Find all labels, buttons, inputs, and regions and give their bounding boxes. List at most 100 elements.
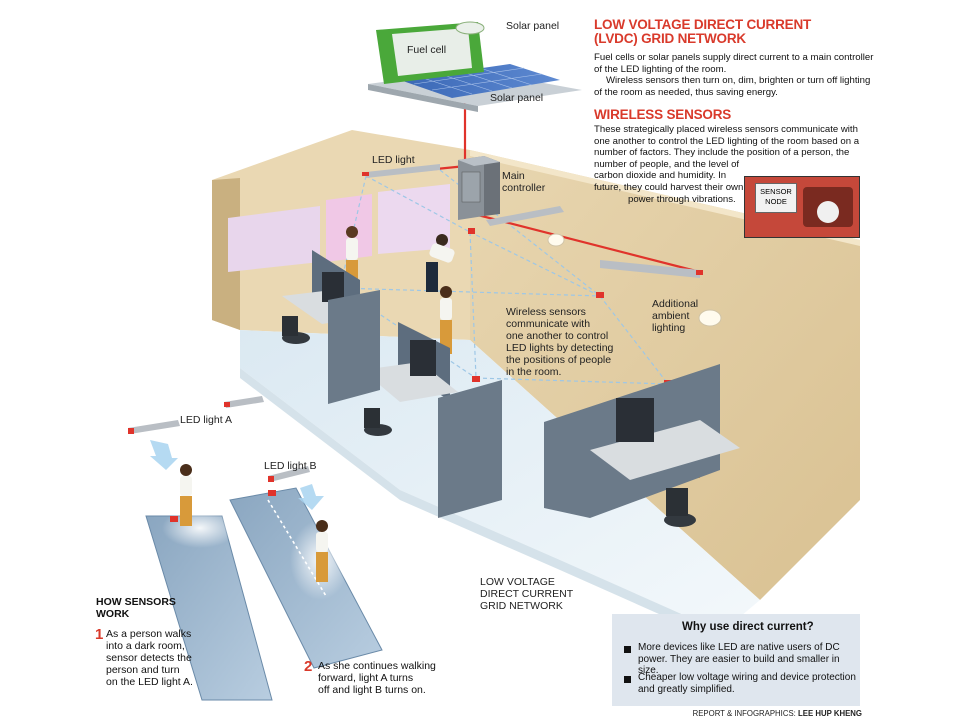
intro-line-3: Wireless sensors then turn on, dim, brig… bbox=[606, 75, 871, 87]
step-1-line-2: into a dark room, bbox=[106, 640, 185, 652]
grid-label-2: DIRECT CURRENT bbox=[480, 588, 574, 600]
lvdc-title-line-2: (LVDC) GRID NETWORK bbox=[594, 31, 746, 46]
wireless-line-1: These strategically placed wireless sens… bbox=[594, 124, 858, 135]
window-left bbox=[228, 206, 320, 272]
led-bar-sensor-2 bbox=[696, 270, 703, 275]
step-2-line-1: As she continues walking bbox=[318, 660, 436, 672]
label-fuel-cell: Fuel cell bbox=[407, 44, 447, 56]
wireless-line-6: future, they could harvest their own bbox=[594, 181, 744, 193]
chair-2 bbox=[364, 408, 392, 436]
label-solar-panel-bottom: Solar panel bbox=[490, 92, 544, 104]
strip-b-sensor bbox=[268, 490, 276, 496]
walk-path bbox=[267, 499, 327, 597]
credit-prefix: REPORT & INFOGRAPHICS: bbox=[692, 709, 799, 718]
workstations bbox=[282, 250, 740, 527]
label-ambient-2: ambient bbox=[652, 310, 690, 322]
wireless-note-6: in the room. bbox=[506, 366, 562, 378]
person-center bbox=[440, 286, 452, 354]
cubicle-divider bbox=[328, 290, 380, 404]
step-1-number: 1 bbox=[95, 626, 104, 643]
wireless-note-5: the positions of people bbox=[506, 354, 612, 366]
strip-a-sensor bbox=[170, 516, 178, 522]
how-sensors-strips bbox=[128, 396, 383, 701]
step-1-line-5: on the LED light A. bbox=[106, 676, 193, 688]
ambient-lamp-2 bbox=[698, 309, 722, 327]
step-1-line-4: person and turn bbox=[106, 664, 180, 676]
bullet-1-icon bbox=[624, 646, 631, 653]
label-grid-network: LOW VOLTAGE DIRECT CURRENT GRID NETWORK bbox=[480, 576, 573, 612]
wireless-line-5: carbon dioxide and humidity. In bbox=[594, 170, 727, 182]
grid-label-1: LOW VOLTAGE bbox=[480, 576, 555, 588]
label-main-controller: Main controller bbox=[502, 170, 545, 194]
right-wall bbox=[470, 150, 860, 600]
led-bar-sensor-4 bbox=[596, 292, 604, 298]
label-solar-panel-top: Solar panel bbox=[506, 20, 560, 32]
label-main-controller-2: controller bbox=[502, 182, 546, 194]
led-bar-sensor-1 bbox=[362, 172, 369, 176]
led-bar-2 bbox=[486, 206, 564, 226]
wireless-line-4: number of people, and the level of bbox=[594, 158, 740, 170]
label-led-light: LED light bbox=[372, 154, 415, 166]
how-title-1: HOW SENSORS bbox=[96, 596, 176, 608]
chair-3 bbox=[664, 488, 696, 527]
led-bar-1 bbox=[366, 164, 440, 178]
wireless-line-3: number of factors. They include the posi… bbox=[594, 147, 850, 159]
label-ambient-lighting: Additional ambient lighting bbox=[652, 298, 698, 334]
led-light-b-fixture bbox=[268, 466, 310, 482]
why-bullet-2-line-2: and greatly simplified. bbox=[638, 683, 735, 695]
label-led-light-a: LED light A bbox=[180, 414, 232, 426]
lvdc-intro: Fuel cells or solar panels supply direct… bbox=[594, 52, 874, 98]
sensor-node-dome bbox=[817, 201, 839, 223]
why-bullet-1: More devices like LED are native users o… bbox=[638, 642, 860, 677]
led-bar-sensor-3 bbox=[468, 228, 475, 234]
how-sensors-title: HOW SENSORS WORK bbox=[96, 596, 176, 620]
step-2-number: 2 bbox=[304, 658, 313, 675]
credit-line: REPORT & INFOGRAPHICS: LEE HUP KHENG bbox=[693, 709, 862, 718]
step-2-text: As she continues walking forward, light … bbox=[318, 660, 436, 696]
led-bar-sensor-5 bbox=[472, 376, 480, 382]
wireless-sensors-text: These strategically placed wireless sens… bbox=[594, 124, 874, 205]
step-2-line-2: forward, light A turns bbox=[318, 672, 414, 684]
left-wall bbox=[212, 178, 240, 330]
why-bullet-2-line-1: Cheaper low voltage wiring and device pr… bbox=[638, 672, 856, 683]
label-ambient-1: Additional bbox=[652, 298, 699, 310]
wireless-line-7: power through vibrations. bbox=[628, 193, 736, 205]
bullet-2-icon bbox=[624, 676, 631, 683]
why-bullet-1-line-2: power. They are easier to build and smal… bbox=[638, 653, 840, 677]
wireless-note-1: Wireless sensors bbox=[506, 306, 586, 318]
sensor-node-tag: SENSOR NODE bbox=[755, 183, 797, 213]
intro-line-4: of the room as needed, thus saving energ… bbox=[594, 86, 778, 98]
label-main-controller-1: Main bbox=[502, 170, 525, 182]
intro-line-2: of the LED lighting of the room. bbox=[594, 63, 727, 75]
wireless-line-2: one another to control the LED lighting … bbox=[594, 135, 860, 147]
light-arrow-a bbox=[150, 440, 178, 470]
why-dc-title: Why use direct current? bbox=[682, 621, 814, 633]
wireless-note-4: LED lights by detecting bbox=[506, 342, 614, 354]
walker-a bbox=[180, 464, 192, 526]
label-ambient-3: lighting bbox=[652, 322, 686, 334]
wireless-sensors-title: WIRELESS SENSORS bbox=[594, 107, 732, 122]
window-right bbox=[378, 184, 450, 254]
light-arrow-b bbox=[298, 484, 324, 510]
led-bar-3 bbox=[600, 260, 700, 278]
credit-name: LEE HUP KHENG bbox=[798, 709, 862, 718]
label-wireless-note: Wireless sensors communicate with one an… bbox=[506, 306, 613, 378]
step-2-line-3: off and light B turns on. bbox=[318, 684, 426, 696]
person-at-controller bbox=[426, 234, 455, 292]
wireless-note-3: one another to control bbox=[506, 330, 609, 342]
why-dc-panel: Why use direct current? More devices lik… bbox=[612, 614, 860, 706]
step-1-line-1: As a person walks bbox=[106, 628, 192, 640]
main-controller-cabinet bbox=[458, 156, 500, 220]
how-title-2: WORK bbox=[96, 608, 130, 620]
ambient-lamp-1 bbox=[547, 233, 565, 247]
sensor-node-photo: SENSOR NODE bbox=[744, 176, 860, 238]
lvdc-title-line-1: LOW VOLTAGE DIRECT CURRENT bbox=[594, 17, 812, 32]
lvdc-title: LOW VOLTAGE DIRECT CURRENT (LVDC) GRID N… bbox=[594, 18, 811, 46]
step-1-text: As a person walks into a dark room, sens… bbox=[106, 628, 193, 688]
wall-lamps bbox=[547, 233, 722, 327]
wireless-note-2: communicate with bbox=[506, 318, 591, 330]
walker-b bbox=[316, 520, 328, 582]
grid-label-3: GRID NETWORK bbox=[480, 600, 563, 612]
